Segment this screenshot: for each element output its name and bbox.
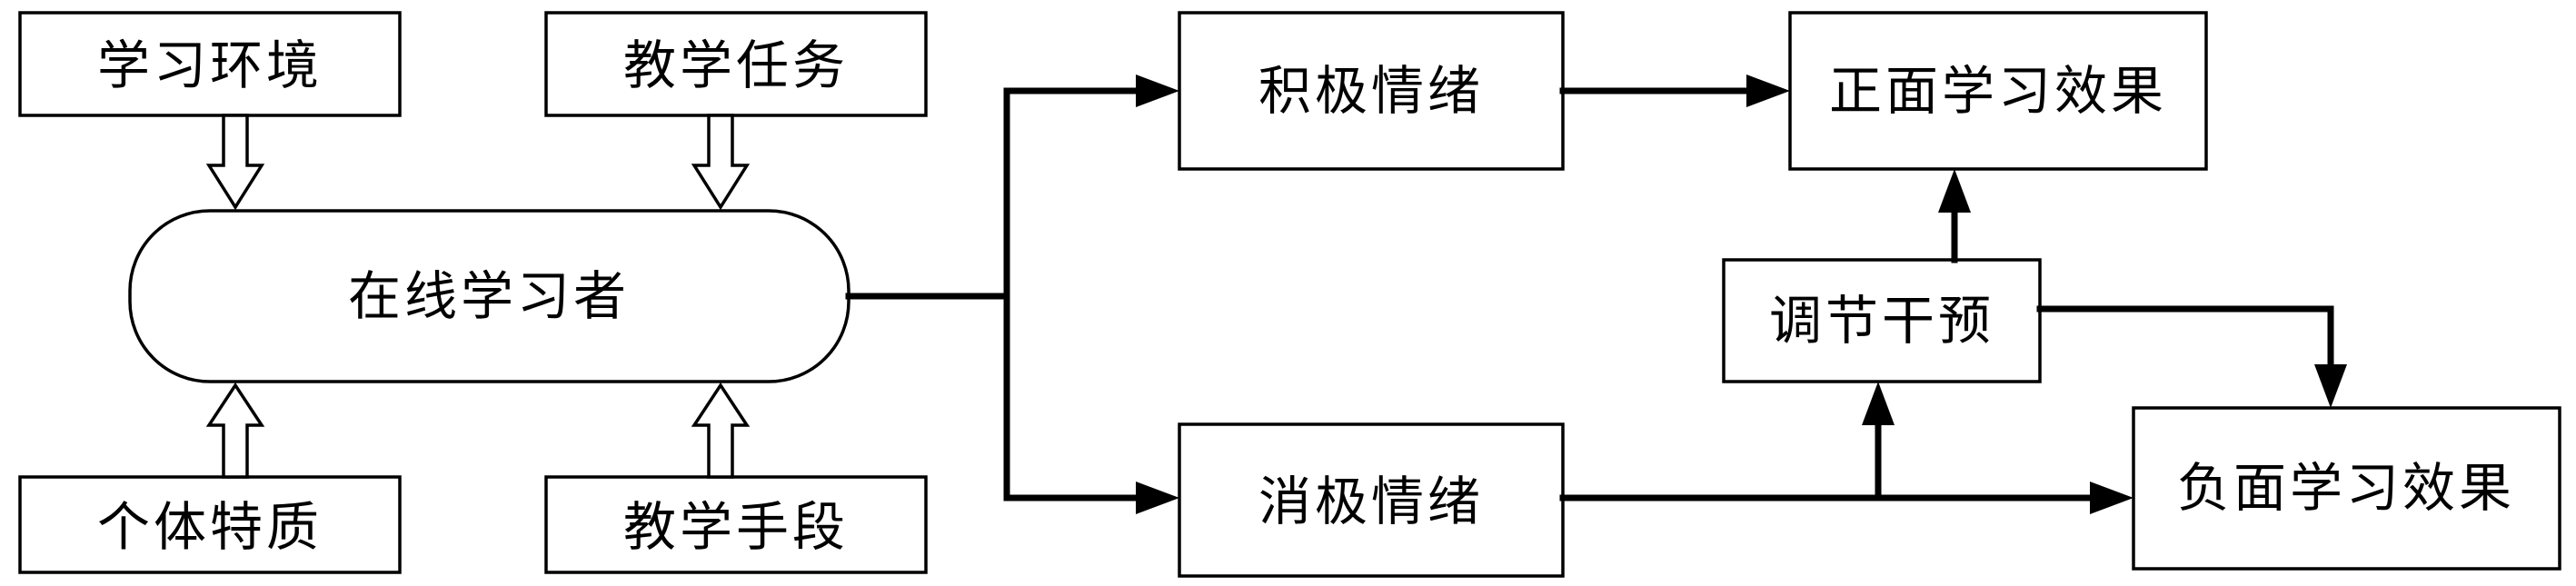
learning-environment-box [18, 11, 402, 117]
regulation-to-negative-effect-arrowhead [2314, 364, 2347, 408]
node-positive-emotion: 积极情绪 [1178, 11, 1565, 171]
negative-emotion-to-effect-arrowhead [2090, 482, 2133, 514]
positive-emotion-box [1178, 11, 1565, 171]
learning-environment-label: 学习环境 [97, 35, 323, 96]
to-positive-emotion-arrowhead [1136, 74, 1179, 107]
individual-traits-label: 个体特质 [97, 496, 323, 558]
negative-emotion-to-regulation-arrowhead [1862, 382, 1895, 425]
positive-emotion-label: 积极情绪 [1258, 60, 1484, 122]
teaching-means-label: 教学手段 [623, 496, 849, 558]
individual-traits-box [18, 475, 402, 574]
node-negative-effect: 负面学习效果 [2132, 406, 2561, 571]
regulation-box [1722, 258, 2042, 383]
hollow-down-arrow-task [691, 114, 751, 211]
positive-effect-box [1788, 11, 2208, 171]
negative-effect-box [2132, 406, 2561, 571]
regulation-to-positive-effect-arrowhead [1938, 169, 1971, 213]
node-regulation: 调节干预 [1722, 258, 2042, 383]
positive-emotion-to-effect-arrowhead [1746, 74, 1790, 107]
teaching-task-label: 教学任务 [623, 35, 849, 96]
negative-emotion-box [1178, 422, 1565, 578]
to-negative-emotion-arrowhead [1136, 482, 1179, 514]
node-positive-effect: 正面学习效果 [1788, 11, 2208, 171]
regulation-to-negative-effect-line [2036, 305, 2334, 370]
node-negative-emotion: 消极情绪 [1178, 422, 1565, 578]
hollow-down-arrow-environment [205, 114, 265, 211]
node-learning-environment: 学习环境 [18, 11, 402, 117]
negative-emotion-label: 消极情绪 [1258, 471, 1484, 532]
node-teaching-task: 教学任务 [544, 11, 928, 117]
negative-effect-label: 负面学习效果 [2177, 457, 2515, 519]
positive-effect-label: 正面学习效果 [1829, 60, 2167, 122]
node-teaching-means: 教学手段 [544, 475, 928, 574]
online-learner-label: 在线学习者 [348, 265, 630, 327]
hollow-up-arrow-traits [205, 382, 265, 479]
teaching-means-box [544, 475, 928, 574]
teaching-task-box [544, 11, 928, 117]
node-online-learner: 在线学习者 [128, 209, 850, 383]
regulation-label: 调节干预 [1769, 290, 1994, 352]
hollow-up-arrow-means [691, 382, 751, 479]
node-individual-traits: 个体特质 [18, 475, 402, 574]
